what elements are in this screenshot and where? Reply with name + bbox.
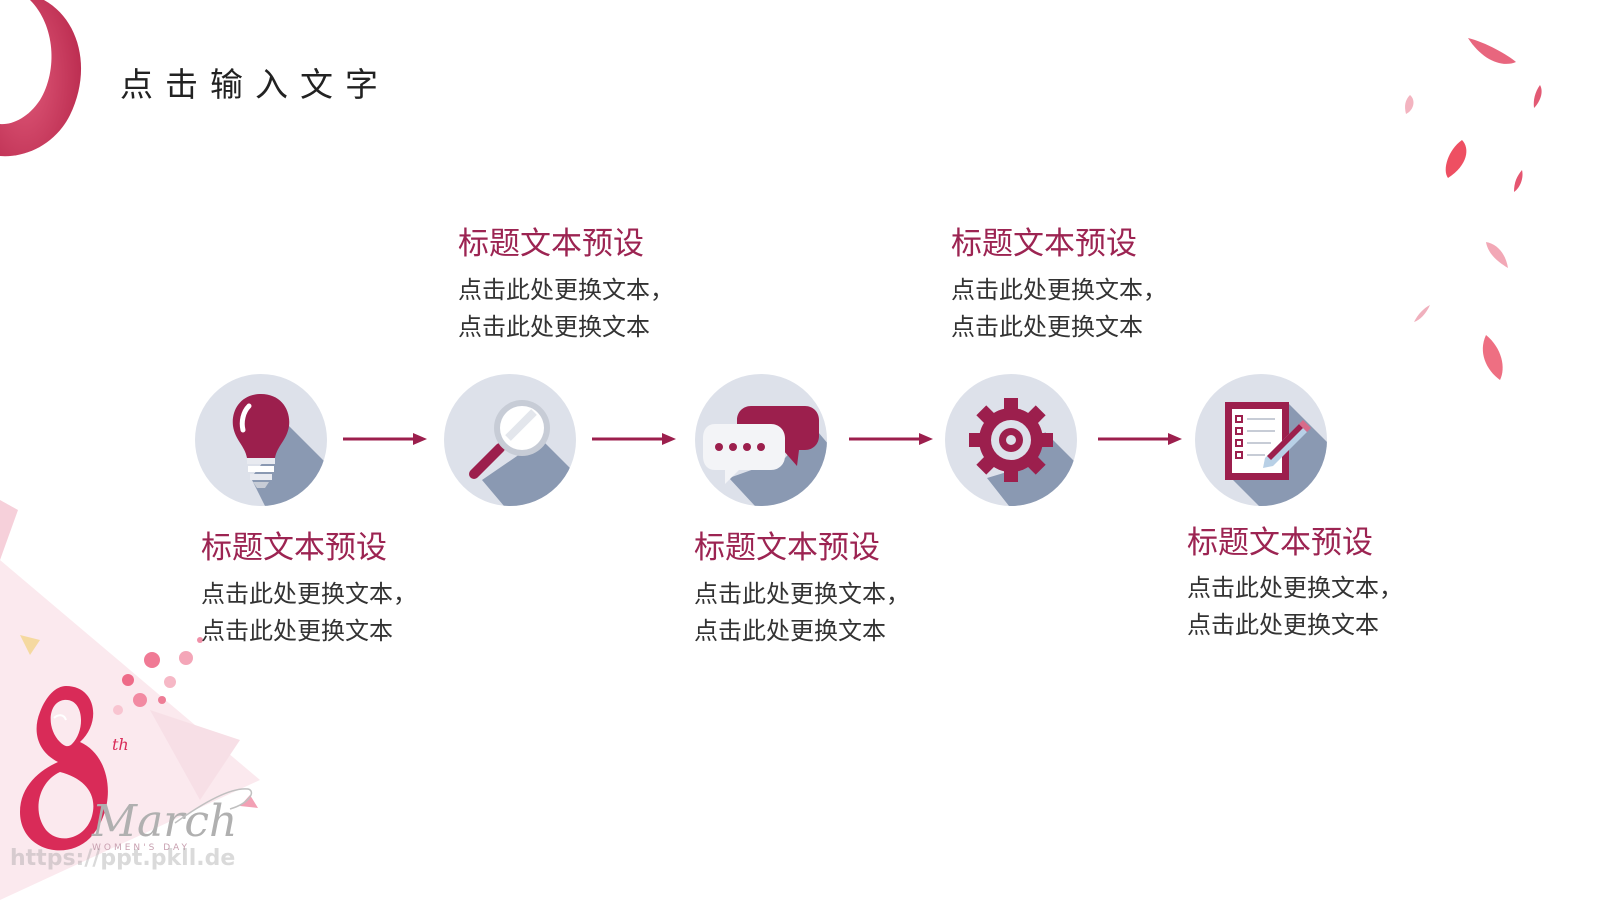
step-5-text-line: 点击此处更换文本， [1187,574,1403,602]
step-2-title: 标题文本预设 [458,226,644,262]
step-4-text-line: 点击此处更换文本， [951,276,1167,304]
step-1-text-line: 点击此处更换文本 [201,617,393,645]
arrow-right-icon [592,433,676,445]
step-3-chat-bubbles-icon [695,374,827,506]
step-4-text: 点击此处更换文本， 点击此处更换文本 [951,272,1167,346]
step-4-gear-icon [945,374,1077,506]
step-3-text-line: 点击此处更换文本， [694,580,910,608]
step-1-lightbulb-icon [195,374,327,506]
step-5-checklist-edit-icon [1195,374,1327,506]
step-3-title: 标题文本预设 [694,530,880,566]
step-5-title: 标题文本预设 [1187,525,1373,561]
step-1-text-line: 点击此处更换文本， [201,580,417,608]
step-1-title: 标题文本预设 [201,530,387,566]
step-2-text: 点击此处更换文本， 点击此处更换文本 [458,272,674,346]
step-4-title: 标题文本预设 [951,226,1137,262]
step-3-text: 点击此处更换文本， 点击此处更换文本 [694,576,910,650]
petals-decoration [1405,38,1542,380]
watermark-url: https://ppt.pkll.de [10,846,236,871]
logo-script: March [92,796,238,847]
logo-subtitle: WOMEN'S DAY [92,843,190,853]
step-5-text-line: 点击此处更换文本 [1187,611,1379,639]
page-title: 点击输入文字 [120,65,390,104]
step-1-text: 点击此处更换文本， 点击此处更换文本 [201,576,417,650]
arrow-right-icon [1098,433,1182,445]
step-2-magnifier-icon [444,374,576,506]
step-5-text: 点击此处更换文本， 点击此处更换文本 [1187,570,1403,644]
step-2-text-line: 点击此处更换文本 [458,313,650,341]
crescent-decoration [0,0,82,157]
step-4-text-line: 点击此处更换文本 [951,313,1143,341]
arrow-right-icon [343,433,427,445]
step-3-text-line: 点击此处更换文本 [694,617,886,645]
arrow-right-icon [849,433,933,445]
logo-number-suffix: th [112,735,129,754]
step-2-text-line: 点击此处更换文本， [458,276,674,304]
